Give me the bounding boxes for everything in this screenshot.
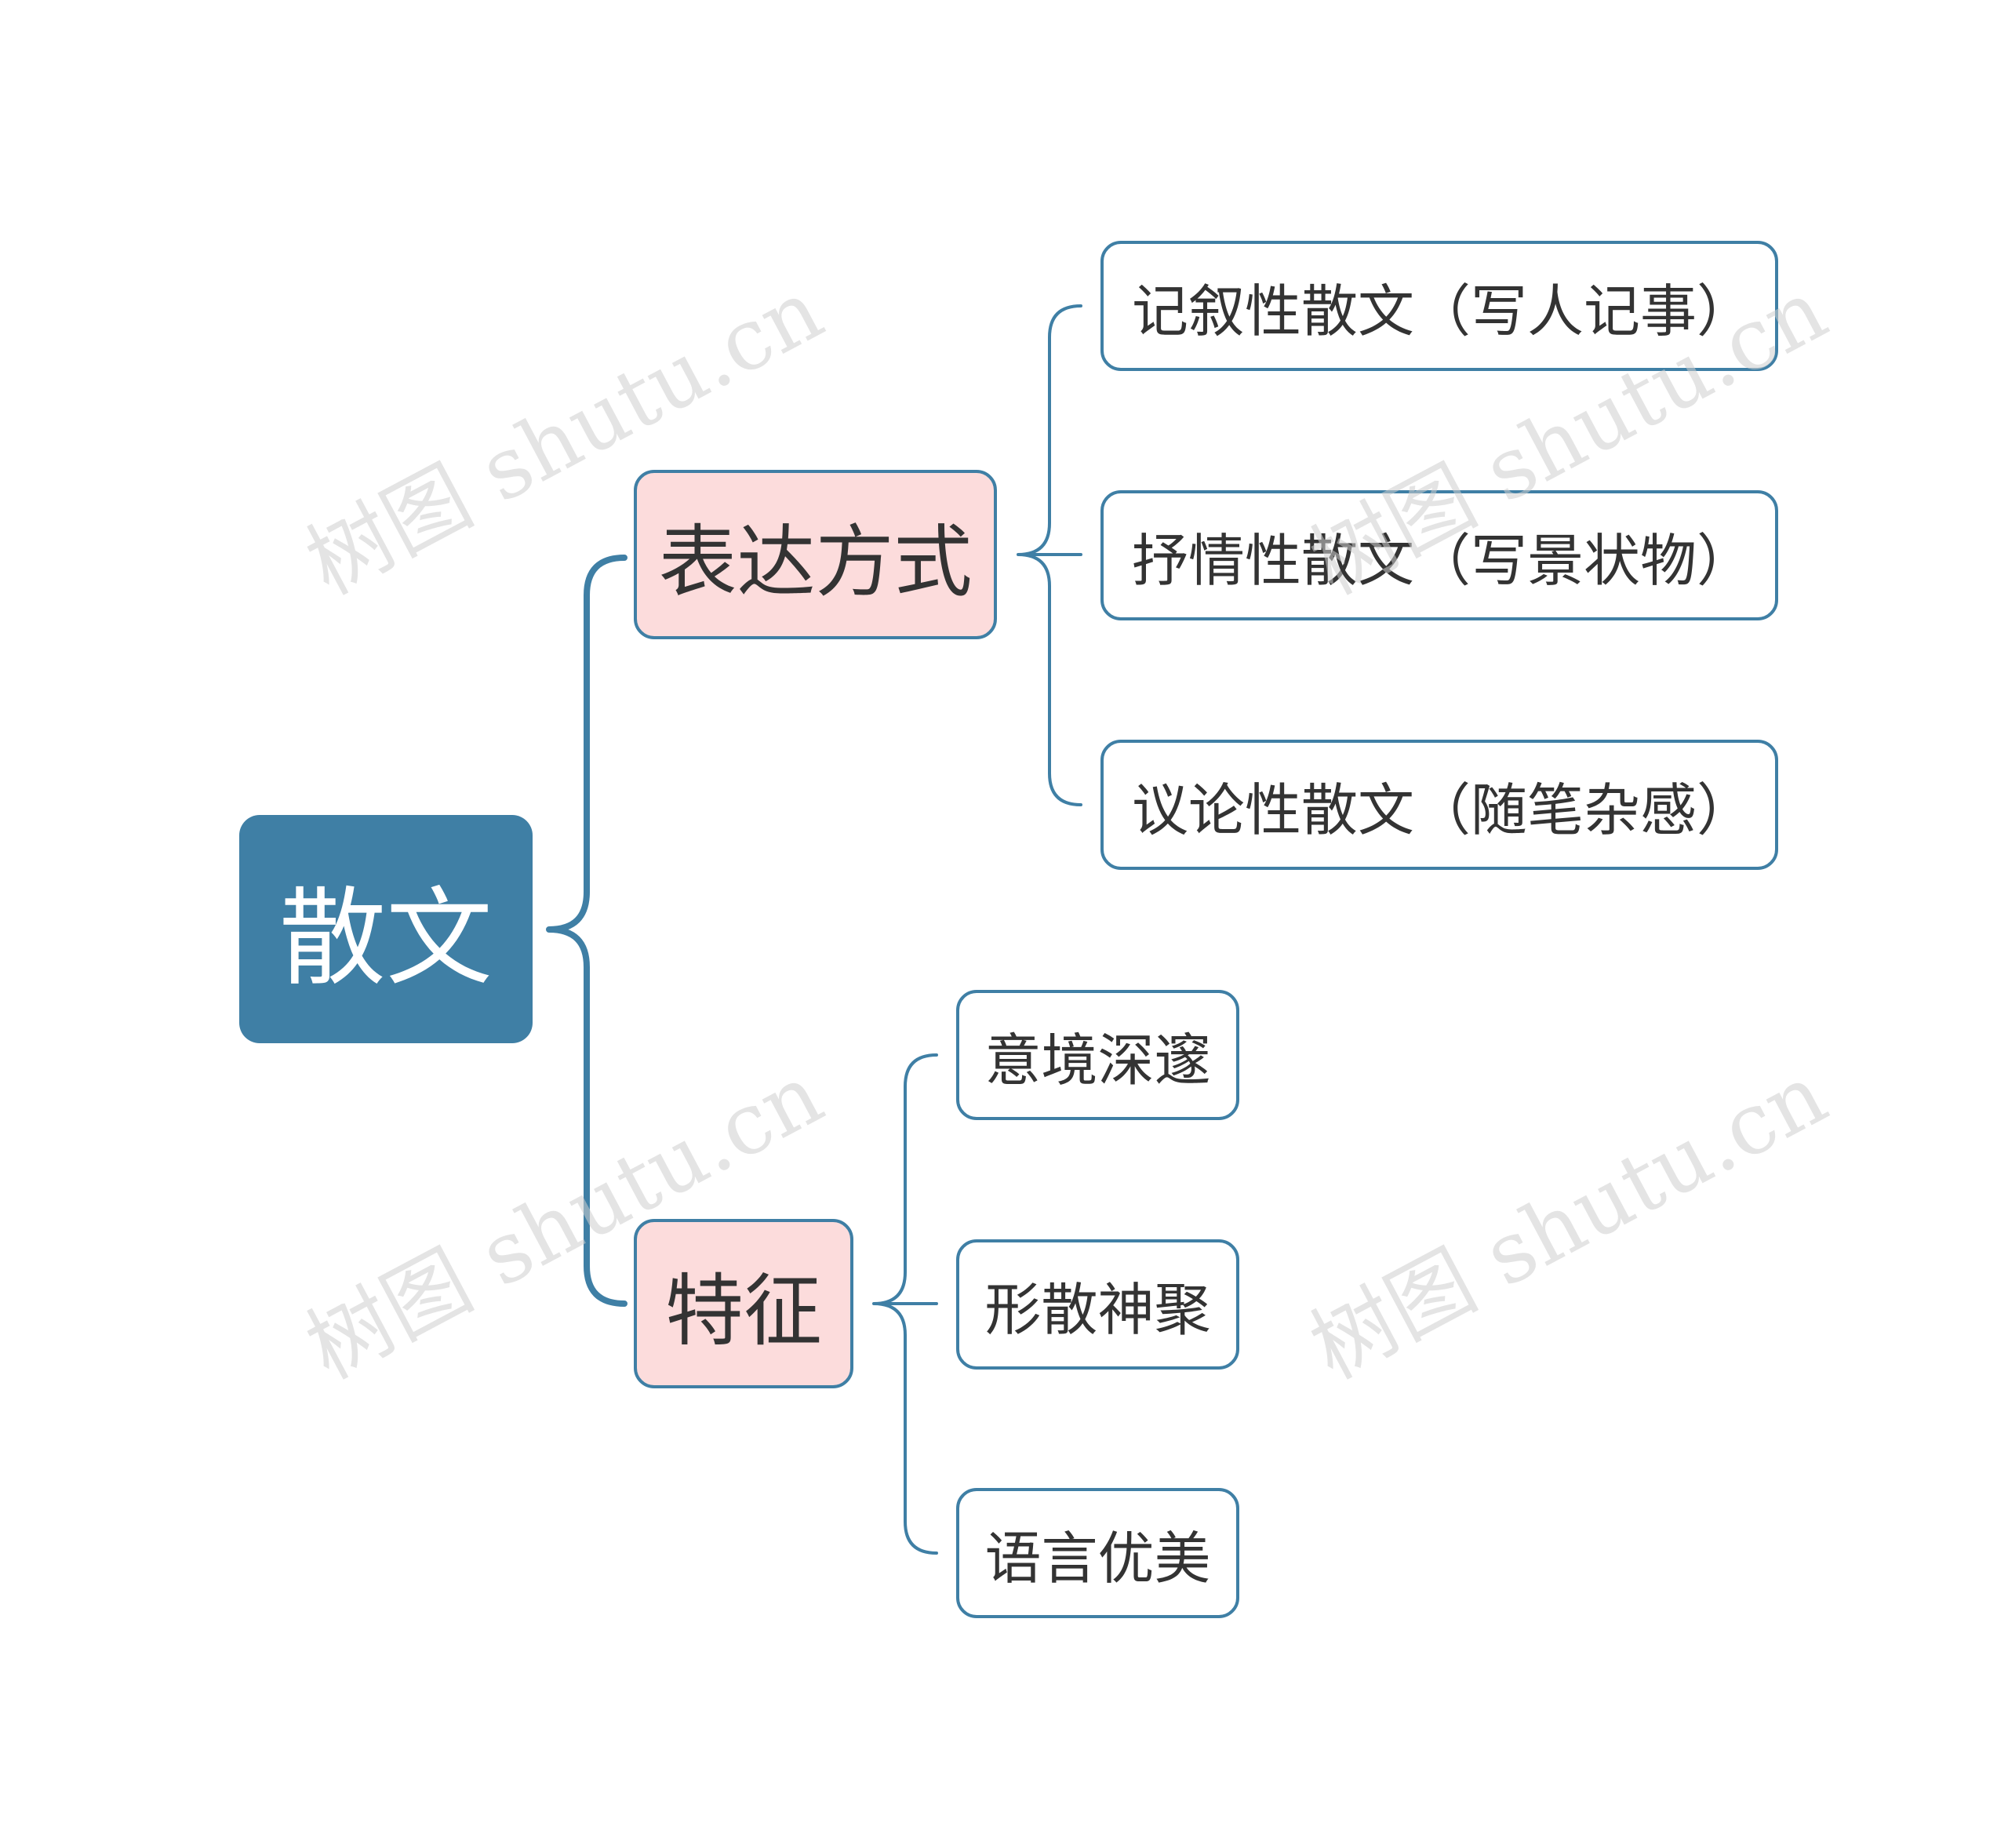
connector-root-to-branches [546, 555, 628, 1307]
branch-node-expression[interactable]: 表达方式 [634, 470, 997, 639]
branch-node-features[interactable]: 特征 [634, 1219, 853, 1388]
leaf-label: 形散神聚 [984, 1276, 1211, 1343]
root-node[interactable]: 散文 [239, 815, 533, 1043]
branch-label: 特征 [665, 1264, 822, 1357]
leaf-node[interactable]: 形散神聚 [956, 1239, 1239, 1370]
leaf-label: 抒情性散文（写景状物） [1132, 527, 1754, 594]
leaf-label: 意境深邃 [984, 1027, 1211, 1093]
leaf-label: 语言优美 [984, 1525, 1211, 1592]
leaf-label: 议论性散文（随笔杂感） [1132, 777, 1754, 843]
leaf-node[interactable]: 抒情性散文（写景状物） [1100, 490, 1778, 620]
leaf-label: 记叙性散文（写人记事） [1132, 278, 1754, 344]
branch-label: 表达方式 [658, 515, 973, 608]
leaf-node[interactable]: 记叙性散文（写人记事） [1100, 241, 1778, 371]
connector-branch-1-to-leaves [1017, 304, 1082, 806]
connector-branch-2-to-leaves [872, 1053, 938, 1555]
leaf-node[interactable]: 议论性散文（随笔杂感） [1100, 740, 1778, 870]
leaf-node[interactable]: 意境深邃 [956, 990, 1239, 1120]
root-label: 散文 [279, 877, 493, 1001]
leaf-node[interactable]: 语言优美 [956, 1488, 1239, 1618]
